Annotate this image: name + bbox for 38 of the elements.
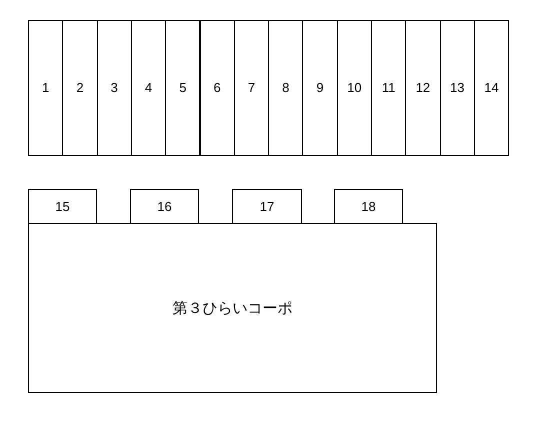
space-number: 3 <box>110 79 118 98</box>
space-number: 7 <box>248 79 256 98</box>
space-number: 8 <box>282 79 290 98</box>
parking-space <box>334 189 403 225</box>
space-number: 6 <box>214 79 221 98</box>
parking-space <box>165 20 200 156</box>
space-number: 1 <box>42 79 50 98</box>
space-number: 16 <box>157 198 172 216</box>
parking-space <box>405 20 441 156</box>
parking-space <box>28 20 64 156</box>
parking-space <box>302 20 338 156</box>
space-number: 4 <box>144 79 152 98</box>
space-number: 10 <box>347 79 362 98</box>
parking-space <box>62 20 98 156</box>
parking-space <box>440 20 475 156</box>
parking-space <box>130 20 166 156</box>
parking-space <box>234 20 270 156</box>
parking-space <box>232 189 302 225</box>
space-number: 15 <box>55 198 70 216</box>
parking-space <box>130 189 199 225</box>
space-number: 9 <box>316 79 324 98</box>
space-number: 14 <box>484 79 499 98</box>
parking-space <box>474 20 510 156</box>
space-number: 12 <box>416 79 430 98</box>
parking-space <box>336 20 372 156</box>
building-label: 第３ひらいコーポ <box>172 298 292 319</box>
parking-space <box>28 189 97 225</box>
parking-space <box>96 20 132 156</box>
space-number: 11 <box>382 79 396 98</box>
parking-space <box>268 20 304 156</box>
space-number: 2 <box>76 79 84 98</box>
parking-space <box>371 20 406 156</box>
space-number: 18 <box>361 198 376 216</box>
parking-space <box>200 20 235 156</box>
space-number: 13 <box>450 79 464 98</box>
space-number: 5 <box>179 79 186 98</box>
building-box <box>28 223 437 393</box>
space-number: 17 <box>260 198 274 216</box>
